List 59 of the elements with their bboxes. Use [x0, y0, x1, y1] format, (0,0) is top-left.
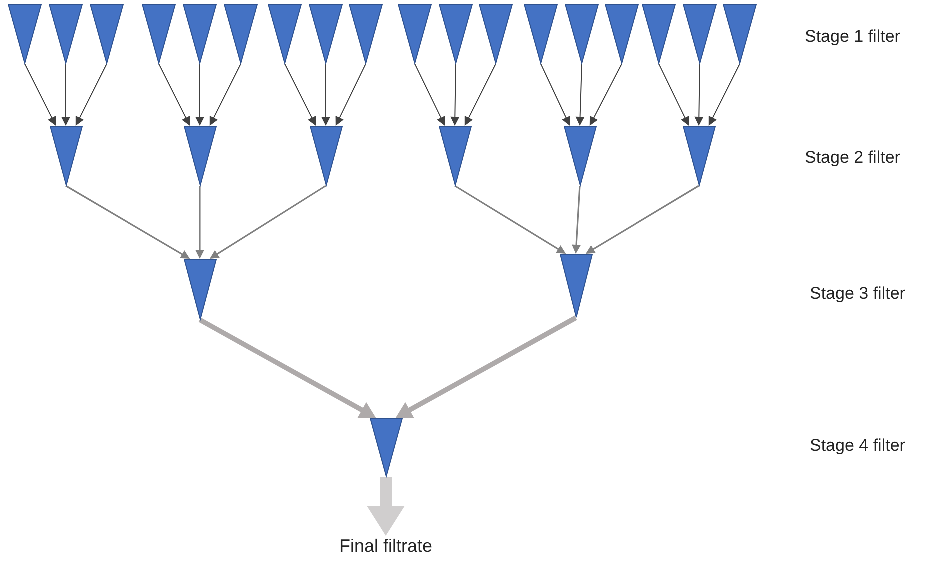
arrow [198, 318, 376, 418]
arrow [586, 185, 700, 254]
filter-triangle [184, 126, 216, 186]
arrow [66, 185, 190, 259]
filter-triangle [49, 4, 83, 64]
filter-triangle [723, 4, 757, 64]
arrow [708, 64, 740, 126]
arrow [658, 64, 690, 126]
arrow [576, 64, 585, 126]
arrow [322, 64, 330, 126]
arrow [414, 64, 446, 126]
arrow [76, 64, 108, 126]
filter-triangle [183, 4, 217, 64]
arrow [158, 64, 190, 126]
filter-triangle [184, 259, 216, 320]
filter-triangle [439, 4, 473, 64]
filter-triangle [370, 418, 402, 477]
arrow [450, 64, 460, 126]
stage-label: Stage 4 filter [810, 436, 906, 456]
arrow [572, 186, 582, 254]
filter-triangle [142, 4, 176, 64]
filter-triangle [224, 4, 258, 64]
filter-triangle [565, 4, 599, 64]
filter-triangle [309, 4, 343, 64]
arrow [210, 185, 326, 259]
arrow [694, 64, 704, 126]
filter-triangle [90, 4, 124, 64]
arrow [62, 64, 70, 126]
arrow [210, 64, 242, 126]
filter-triangle [8, 4, 42, 64]
arrow [24, 64, 56, 126]
arrow [464, 64, 496, 126]
stage-label: Stage 2 filter [805, 148, 900, 168]
output-label: Final filtrate [339, 536, 433, 557]
filter-triangle [349, 4, 383, 64]
stage-label: Stage 1 filter [805, 27, 900, 47]
filter-triangle [682, 126, 716, 186]
filter-triangle [564, 126, 596, 186]
filter-triangle [560, 254, 592, 318]
arrow [454, 185, 566, 254]
arrow [196, 64, 204, 126]
arrow [540, 64, 570, 126]
filter-triangle [683, 4, 717, 64]
stage-label: Stage 3 filter [810, 284, 906, 304]
arrow [284, 64, 316, 126]
filter-triangle [479, 4, 513, 64]
filter-triangle [438, 126, 472, 186]
filter-triangle [268, 4, 302, 64]
arrow [396, 316, 578, 418]
filter-triangle [310, 126, 342, 186]
filter-triangle [642, 4, 676, 64]
filter-triangle [398, 4, 432, 64]
arrow [336, 64, 366, 126]
arrow [367, 477, 405, 536]
filter-triangle [605, 4, 639, 64]
filter-triangle [50, 126, 82, 186]
filter-triangle [524, 4, 558, 64]
arrow [196, 186, 204, 259]
arrow [590, 64, 622, 126]
